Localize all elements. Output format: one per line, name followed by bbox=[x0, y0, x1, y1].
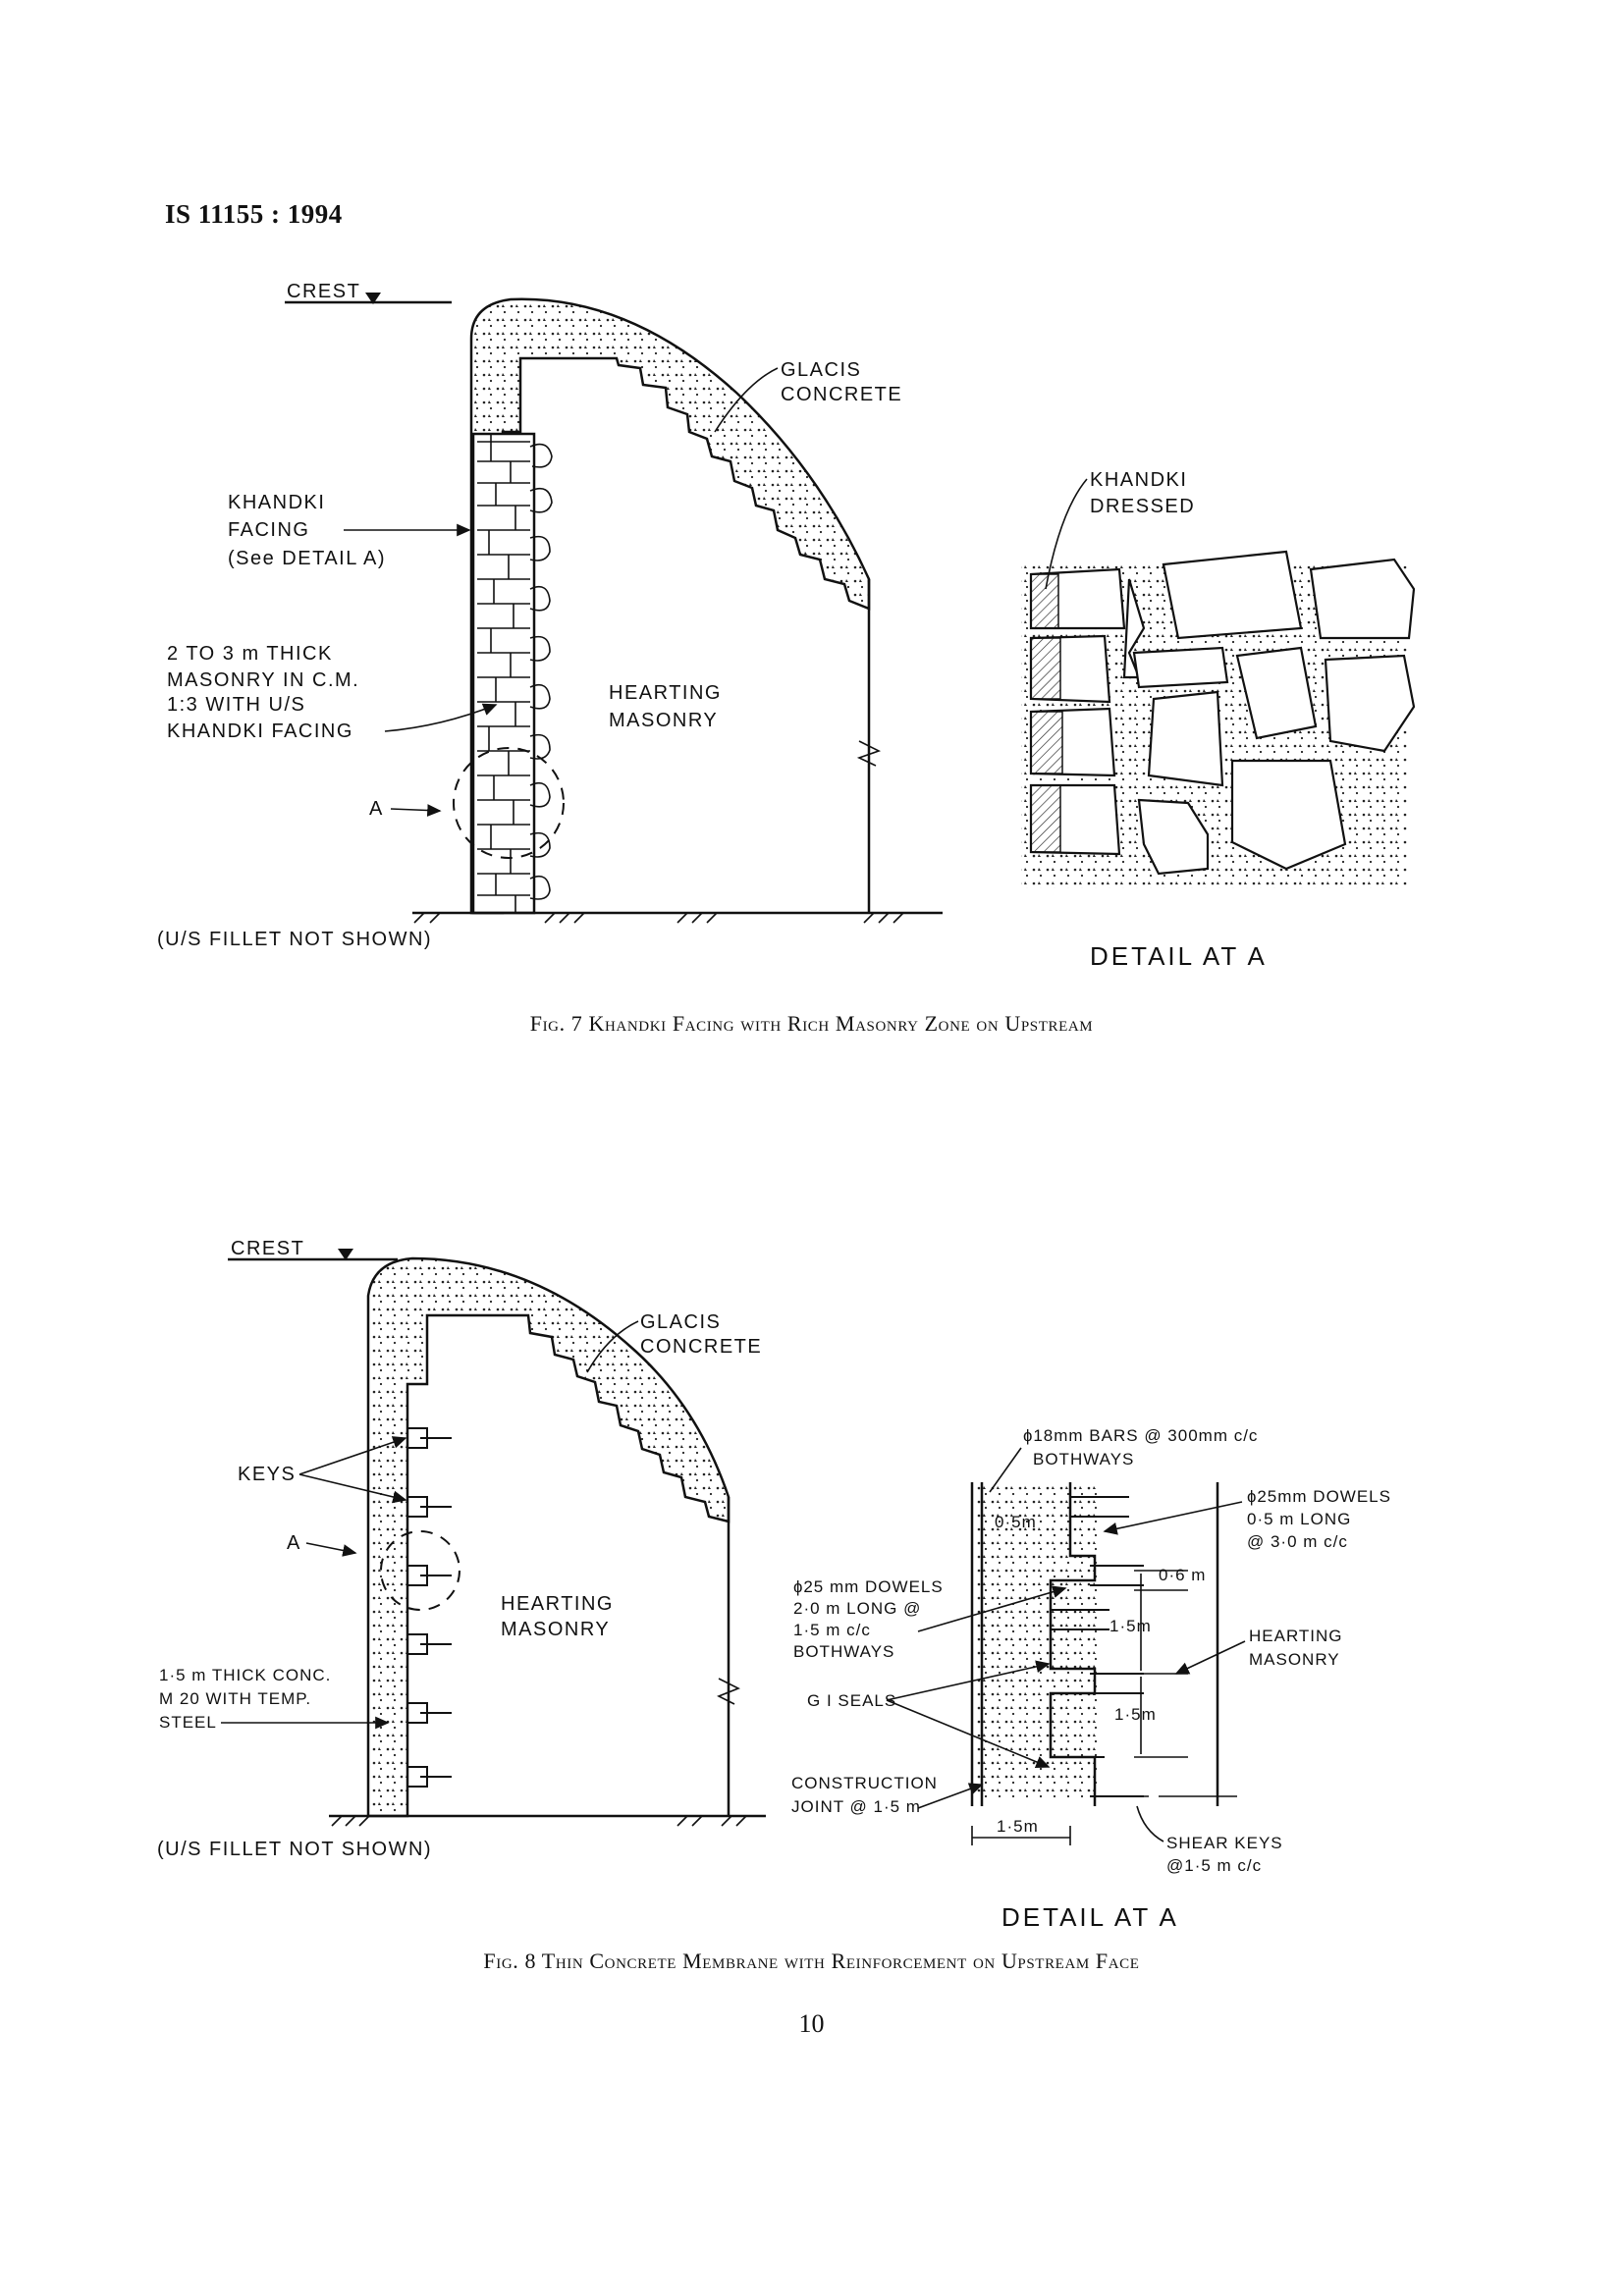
fig7-khandki-label-2: FACING bbox=[228, 519, 309, 541]
khandki-facing-column bbox=[471, 432, 536, 915]
fig8-dowel2-3: 1·5 m c/c bbox=[793, 1621, 871, 1639]
glacis-concrete-band bbox=[469, 297, 871, 915]
fig8-detail-title: DETAIL AT A bbox=[1001, 1902, 1179, 1932]
ground-hatch bbox=[413, 912, 904, 924]
detail-a-circle bbox=[453, 747, 565, 859]
fig8-point-a: A bbox=[287, 1532, 301, 1554]
figure7-caption: Fig. 7 Khandki Facing with Rich Masonry … bbox=[529, 1011, 1094, 1036]
fig8-dim-15c: 1·5m bbox=[997, 1817, 1039, 1836]
fig7-fillet-note: (U/S FILLET NOT SHOWN) bbox=[157, 929, 432, 950]
point-a-arrow bbox=[390, 804, 442, 817]
fig8-dowels25-3: @ 3·0 m c/c bbox=[1247, 1532, 1348, 1551]
glacis-leader bbox=[714, 367, 779, 433]
fig7-masonry-label-4: KHANDKI FACING bbox=[167, 721, 353, 742]
fig7-dressed-1: KHANDKI bbox=[1090, 469, 1187, 491]
fig8-cj-2: JOINT @ 1·5 m bbox=[791, 1797, 921, 1816]
fig8-dowel2-1: ɸ25 mm DOWELS bbox=[793, 1577, 944, 1596]
page-number: 10 bbox=[798, 2009, 825, 2038]
hearting-r-leader bbox=[1174, 1640, 1246, 1675]
dressed-leader bbox=[1045, 478, 1088, 590]
break-symbol bbox=[856, 740, 882, 767]
shear-leader bbox=[1136, 1805, 1164, 1842]
crest-marker-icon bbox=[365, 293, 381, 304]
fig8-dim-15a: 1·5m bbox=[1109, 1617, 1152, 1635]
fig7-detail-a: KHANDKI DRESSED DETAIL AT A bbox=[1021, 469, 1416, 971]
fig8-shear-2: @1·5 m c/c bbox=[1166, 1856, 1262, 1875]
fig8-glacis-2: CONCRETE bbox=[640, 1336, 762, 1358]
fig8-bars-1: ɸ18mm BARS @ 300mm c/c bbox=[1023, 1426, 1258, 1445]
ground-hatch-8 bbox=[331, 1815, 747, 1827]
fig8-hearting-r1: HEARTING bbox=[1249, 1627, 1343, 1645]
fig8-gi-seals: G I SEALS bbox=[807, 1691, 896, 1710]
fig8-dowel2-4: BOTHWAYS bbox=[793, 1642, 894, 1661]
fig8-dowels25-1: ɸ25mm DOWELS bbox=[1247, 1487, 1391, 1506]
fig8-hearting-r2: MASONRY bbox=[1249, 1650, 1340, 1669]
point-a-arrow-8 bbox=[305, 1542, 357, 1557]
dowels25-leader bbox=[1103, 1501, 1243, 1535]
fig8-bars-2: BOTHWAYS bbox=[1033, 1450, 1134, 1468]
break-symbol-8 bbox=[717, 1678, 740, 1705]
fig8-dim-06: 0·6 m bbox=[1159, 1566, 1206, 1584]
fig8-crest-label: CREST bbox=[231, 1238, 304, 1259]
fig7-khandki-label-1: KHANDKI bbox=[228, 492, 325, 513]
fig7-masonry-label-3: 1:3 WITH U/S bbox=[167, 694, 305, 716]
fig8-conc-3: STEEL bbox=[159, 1713, 217, 1732]
fig7-detail-title: DETAIL AT A bbox=[1090, 941, 1268, 971]
dowel2-leader bbox=[917, 1585, 1067, 1632]
keys-leader-2 bbox=[298, 1473, 407, 1504]
fig8-dowel2-2: 2·0 m LONG @ bbox=[793, 1599, 921, 1618]
figure8-section: CREST A KEYS 1·5 m THICK CONC. M 20 WITH… bbox=[157, 1238, 1391, 1932]
fig8-shear-1: SHEAR KEYS bbox=[1166, 1834, 1283, 1852]
fig7-point-a: A bbox=[369, 798, 384, 820]
fig8-conc-2: M 20 WITH TEMP. bbox=[159, 1689, 311, 1708]
fig8-detail-a: ɸ18mm BARS @ 300mm c/c BOTHWAYS ɸ25mm DO… bbox=[791, 1426, 1391, 1932]
figure8-caption: Fig. 8 Thin Concrete Membrane with Reinf… bbox=[483, 1949, 1140, 1973]
cj-leader bbox=[917, 1783, 984, 1809]
gi-leader-2 bbox=[886, 1699, 1051, 1769]
fig7-masonry-label-1: 2 TO 3 m THICK bbox=[167, 643, 333, 665]
crest-marker-icon-8 bbox=[338, 1249, 353, 1260]
fig8-hearting-1: HEARTING bbox=[501, 1593, 614, 1615]
gi-leader-1 bbox=[886, 1660, 1051, 1701]
fig7-khandki-label-3: (See DETAIL A) bbox=[228, 548, 386, 569]
masonry-leader bbox=[384, 703, 498, 732]
figure7-section: CREST A KHANDKI FACING (See DETAIL A) 2 … bbox=[157, 281, 1416, 971]
fig8-keys-label: KEYS bbox=[238, 1464, 296, 1485]
khandki-stones bbox=[477, 434, 553, 913]
fig7-hearting-2: MASONRY bbox=[609, 710, 718, 731]
keys-leader-1 bbox=[298, 1436, 407, 1475]
fig8-dowels25-2: 0·5 m LONG bbox=[1247, 1510, 1351, 1528]
glacis-leader-8 bbox=[586, 1320, 639, 1373]
fig8-fillet-note: (U/S FILLET NOT SHOWN) bbox=[157, 1839, 432, 1860]
glacis-concrete-band-8 bbox=[366, 1256, 730, 1818]
fig7-crest-label: CREST bbox=[287, 281, 360, 302]
fig8-hearting-2: MASONRY bbox=[501, 1619, 610, 1640]
keys-group bbox=[407, 1427, 452, 1788]
fig7-glacis-1: GLACIS bbox=[781, 359, 861, 381]
fig8-dim-05: 0·5m bbox=[995, 1513, 1037, 1531]
bars-leader bbox=[989, 1447, 1022, 1493]
fig8-glacis-1: GLACIS bbox=[640, 1311, 721, 1333]
fig7-hearting-1: HEARTING bbox=[609, 682, 722, 704]
fig7-masonry-label-2: MASONRY IN C.M. bbox=[167, 669, 359, 691]
document-id: IS 11155 : 1994 bbox=[165, 199, 343, 229]
fig8-conc-1: 1·5 m THICK CONC. bbox=[159, 1666, 331, 1684]
fig8-cj-1: CONSTRUCTION bbox=[791, 1774, 938, 1792]
detail-a-circle-8 bbox=[380, 1530, 460, 1611]
fig7-dressed-2: DRESSED bbox=[1090, 496, 1195, 517]
fig8-dim-15b: 1·5m bbox=[1114, 1705, 1157, 1724]
fig7-glacis-2: CONCRETE bbox=[781, 384, 902, 405]
